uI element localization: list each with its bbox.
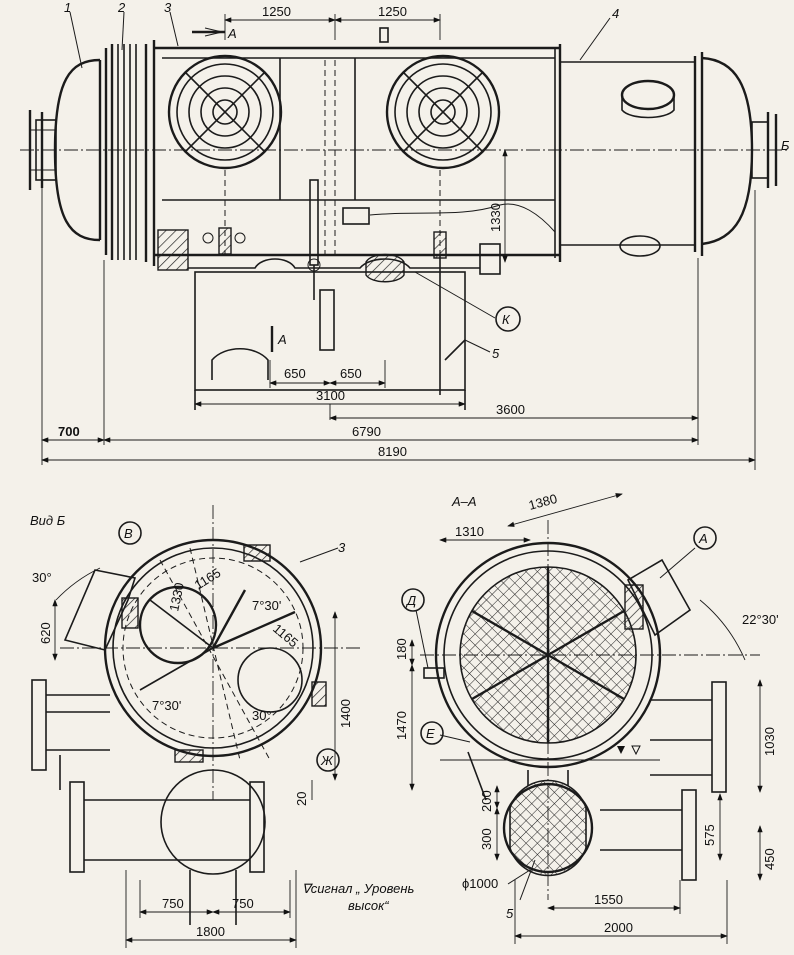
left-flange-ribs	[104, 40, 156, 266]
callout-e: Е	[426, 726, 435, 741]
dim-aa-180: 180	[394, 638, 409, 660]
dim-vb-20: 20	[294, 792, 309, 806]
label-part-3: 3	[164, 0, 172, 15]
label-part-2: 2	[117, 0, 126, 15]
label-part-5-section: 5	[506, 906, 514, 921]
dim-3600: 3600	[496, 402, 525, 417]
dim-1250-right: 1250	[378, 4, 407, 19]
right-nozzle	[751, 112, 778, 188]
dim-vb-750-left: 750	[162, 896, 184, 911]
dim-aa-2000: 2000	[604, 920, 633, 935]
bundle-dividers	[471, 567, 625, 743]
dim-700: 700	[58, 424, 80, 439]
fan-right	[385, 54, 501, 170]
section-mark-a-bottom: А	[277, 332, 287, 347]
dim-aa-diameter: ϕ1000	[462, 876, 498, 891]
dim-1330: 1330	[488, 203, 503, 232]
dim-vb-1165-a: 1165	[192, 565, 224, 593]
dim-aa-1030: 1030	[762, 727, 777, 756]
dim-vb-30-bottom: 30°	[252, 708, 272, 723]
dim-vb-7-30-bottom: 7°30'	[152, 698, 181, 713]
dim-aa-575: 575	[702, 824, 717, 846]
section-aa-title: А–А	[451, 494, 477, 509]
dim-aa-1550: 1550	[594, 892, 623, 907]
section-aa: А–А 1380 1310 А 22°30' Д 180 1470 Е 1030…	[394, 491, 779, 944]
left-nozzle	[28, 110, 57, 190]
dim-vb-750-right: 750	[232, 896, 254, 911]
callout-d: Д	[405, 593, 416, 608]
label-part-1: 1	[64, 0, 71, 15]
dim-vb-620: 620	[38, 622, 53, 644]
callout-v: В	[124, 526, 133, 541]
dim-6790: 6790	[352, 424, 381, 439]
callout-k: К	[502, 312, 511, 327]
view-arrow-b: Б	[781, 138, 790, 153]
dim-aa-1470: 1470	[394, 711, 409, 740]
dim-aa-1310: 1310	[455, 524, 484, 539]
dim-vb-1165-b: 1165	[270, 621, 301, 650]
fan-left	[167, 54, 283, 170]
dim-vb-1330: 1330	[166, 581, 187, 612]
dim-vb-1400: 1400	[338, 699, 353, 728]
view-b-title: Вид Б	[30, 513, 66, 528]
view-b: Вид Б В 3 Ж 30° 620 1330 1165 7°30' 1165…	[30, 505, 414, 948]
dim-1250-left: 1250	[262, 4, 291, 19]
dim-650-right: 650	[340, 366, 362, 381]
signal-note-line2: высок“	[348, 898, 389, 913]
dim-8190: 8190	[378, 444, 407, 459]
signal-note-line1: ∇сигнал „ Уровень	[302, 881, 414, 896]
dim-aa-300: 300	[479, 828, 494, 850]
label-part-3-view: 3	[338, 540, 346, 555]
dim-3100: 3100	[316, 388, 345, 403]
dim-aa-22-30: 22°30'	[742, 612, 779, 627]
dim-650-left: 650	[284, 366, 306, 381]
side-view: 1 2 3 4 А А Б К 5 1250 1250 1330 650 650…	[20, 0, 790, 470]
dim-vb-7-30-top: 7°30'	[252, 598, 281, 613]
dim-aa-200: 200	[479, 790, 494, 812]
dim-vb-1800: 1800	[196, 924, 225, 939]
label-part-5: 5	[492, 346, 500, 361]
callout-zh: Ж	[320, 753, 334, 768]
dim-aa-450: 450	[762, 848, 777, 870]
label-part-4: 4	[612, 6, 619, 21]
callout-a: А	[698, 531, 708, 546]
section-mark-a-top: А	[227, 26, 237, 41]
dim-aa-1380: 1380	[527, 491, 559, 513]
dim-vb-30-top: 30°	[32, 570, 52, 585]
